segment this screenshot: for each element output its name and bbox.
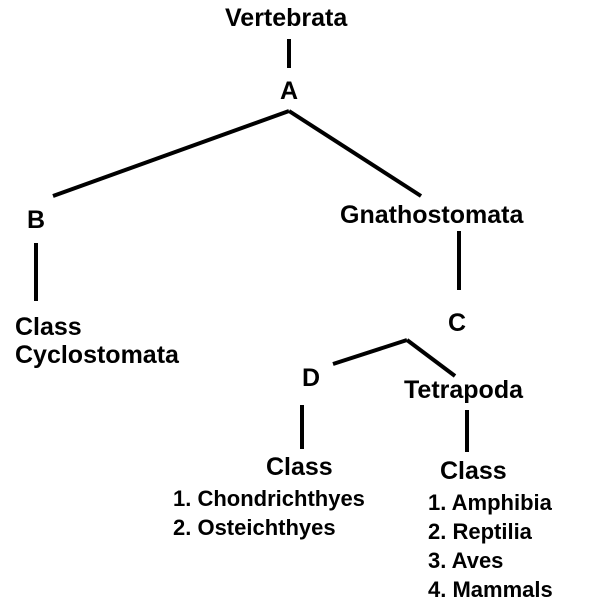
list-item: 1. Chondrichthyes bbox=[173, 486, 365, 511]
node-a: A bbox=[280, 77, 299, 105]
edge-a-b bbox=[52, 109, 290, 198]
class-cyclostomata-line1: Class bbox=[15, 313, 82, 341]
node-d: D bbox=[302, 364, 321, 392]
list-item: 3. Aves bbox=[428, 548, 504, 573]
tetrapoda-class-list: 1. Amphibia 2. Reptilia 3. Aves 4. Mamma… bbox=[428, 488, 553, 604]
class-cyclostomata-line2: Cyclostomata bbox=[15, 341, 179, 369]
list-item: 2. Osteichthyes bbox=[173, 515, 336, 540]
list-item: 4. Mammals bbox=[428, 577, 553, 602]
node-vertebrata: Vertebrata bbox=[225, 4, 348, 32]
tetrapoda-class-heading: Class bbox=[440, 457, 507, 485]
node-gnathostomata: Gnathostomata bbox=[340, 201, 524, 229]
list-item: 2. Reptilia bbox=[428, 519, 532, 544]
edge-c-tetrapoda bbox=[405, 338, 457, 378]
edge-a-gnathostomata bbox=[287, 109, 423, 198]
node-c: C bbox=[448, 309, 467, 337]
list-item: 1. Amphibia bbox=[428, 490, 552, 515]
node-class-cyclostomata: Class Cyclostomata bbox=[15, 313, 179, 369]
node-tetrapoda: Tetrapoda bbox=[404, 376, 523, 404]
edge-c-d bbox=[332, 338, 408, 366]
d-class-heading: Class bbox=[266, 453, 333, 481]
node-b: B bbox=[27, 206, 46, 234]
d-class-list: 1. Chondrichthyes 2. Osteichthyes bbox=[173, 484, 365, 542]
